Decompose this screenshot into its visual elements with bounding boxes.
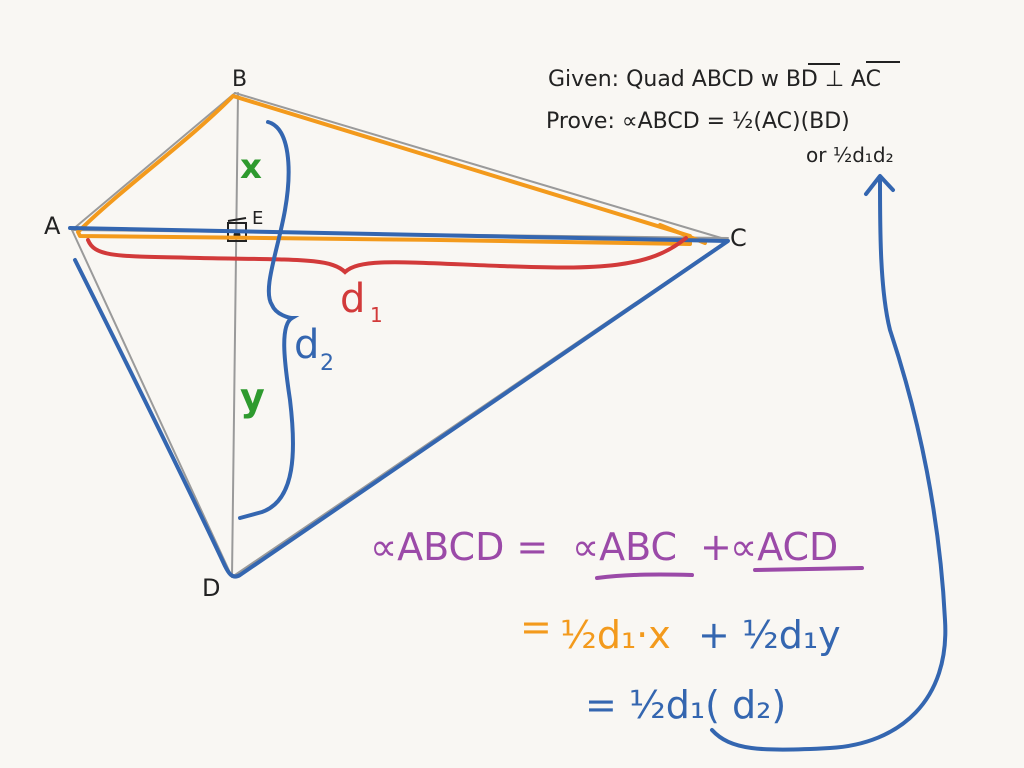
brace-d1 (86, 236, 688, 275)
side-ab (71, 92, 236, 231)
svg-text:2: 2 (320, 351, 334, 376)
pencil-quadrilateral (71, 92, 729, 578)
proof-line-1-left: ∝ABCD = (370, 525, 548, 569)
triangle-acd-blue (68, 226, 730, 579)
proof-line-2-eq: = (520, 605, 552, 649)
connector-arrow (710, 178, 948, 752)
proof-block: ∝ABCD = ∝ABC + ∝ACD = ½d₁·x + ½d₁y = ½d₁… (370, 525, 864, 727)
underline-abc (595, 572, 694, 580)
segment-label-y: y (240, 375, 265, 419)
vertex-label-b: B (232, 67, 247, 92)
proof-line-2-orange: ½d₁·x (560, 613, 671, 657)
proof-line-3: = ½d₁( d₂) (585, 683, 786, 727)
proof-plus: + (700, 525, 732, 569)
vertex-label-a: A (44, 212, 61, 240)
segment-label-d2: d 2 (294, 322, 334, 376)
proof-term-acd: ∝ACD (730, 525, 838, 569)
side-da (71, 229, 233, 578)
segment-label-d1: d 1 (340, 276, 383, 327)
given-line: Given: Quad ABCD w BD ⊥ AC (548, 67, 881, 92)
svg-text:1: 1 (370, 303, 383, 327)
proof-line-2-blue: + ½d₁y (698, 613, 841, 657)
arrow-head-icon (864, 174, 895, 196)
svg-text:d: d (340, 276, 365, 322)
or-line: or ½d₁d₂ (806, 143, 894, 167)
side-bc (234, 92, 729, 241)
proof-term-abc: ∝ABC (572, 525, 677, 569)
given-prove-block: Given: Quad ABCD w BD ⊥ AC Prove: ∝ABCD … (546, 61, 900, 167)
underline-acd (753, 566, 864, 572)
vertex-label-d: D (202, 574, 220, 602)
svg-text:d: d (294, 322, 319, 368)
vertex-label-c: C (730, 224, 747, 252)
segment-label-x: x (240, 147, 262, 187)
prove-line: Prove: ∝ABCD = ½(AC)(BD) (546, 109, 850, 134)
brace-d2 (238, 120, 300, 520)
triangle-abc-orange (76, 94, 692, 246)
vertex-label-e: E (252, 208, 263, 229)
diagonal-bd (231, 92, 239, 578)
